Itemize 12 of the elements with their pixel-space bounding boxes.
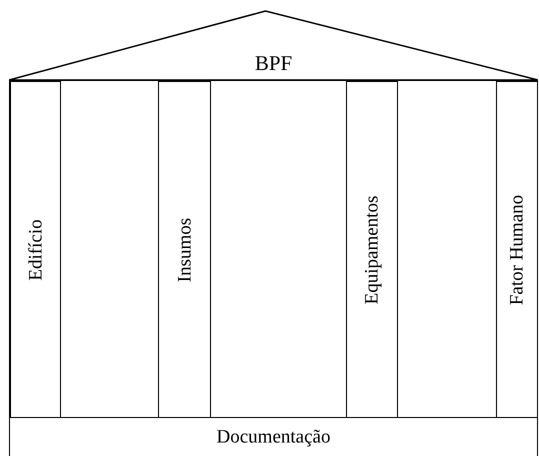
pillar	[346, 81, 398, 418]
roof-title: BPF	[254, 53, 292, 74]
pillar-label: Insumos	[175, 217, 194, 282]
pillar-label: Edifício	[26, 218, 45, 280]
roof-triangle	[9, 10, 538, 81]
pillar-label: Equipamentos	[362, 195, 382, 304]
pillar	[158, 81, 211, 418]
pillar	[496, 81, 538, 418]
base-band	[9, 417, 538, 456]
pillar	[10, 81, 61, 418]
base-label: Documentação	[216, 428, 330, 446]
pillar-label: Fator Humano	[508, 194, 526, 305]
